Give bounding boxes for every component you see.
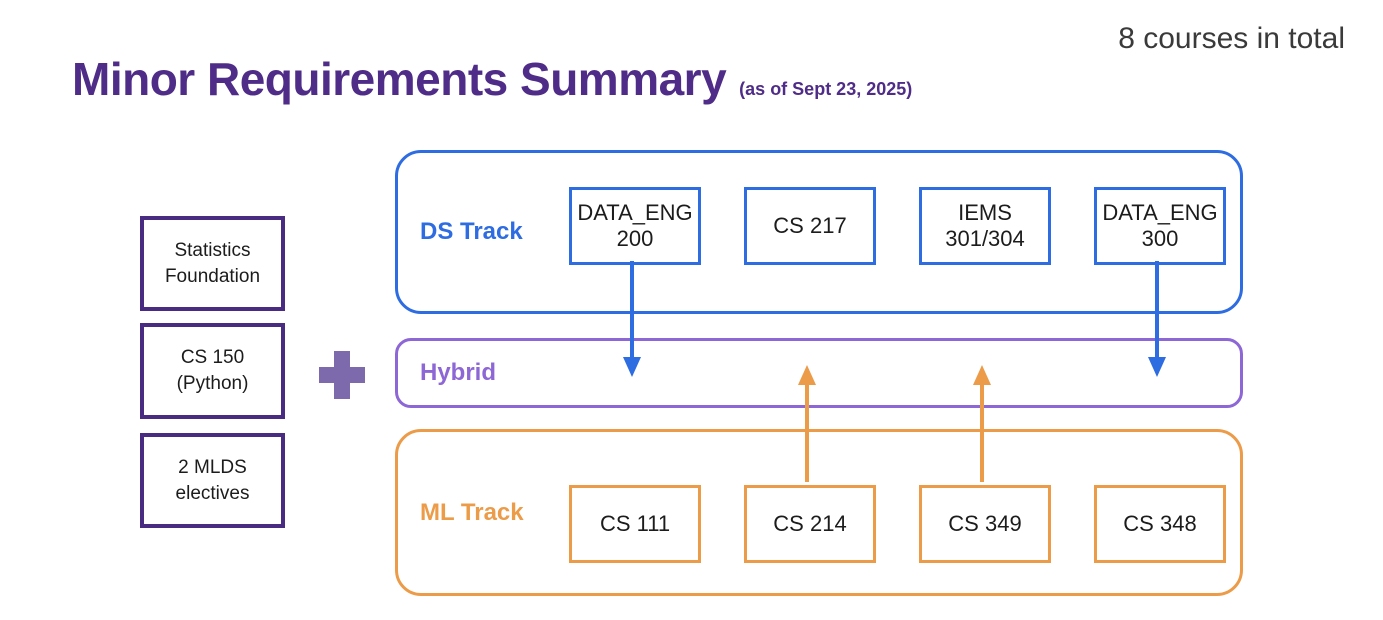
arrow-down-icon xyxy=(1148,357,1166,377)
arrow-line xyxy=(805,385,809,482)
ds-track-label: DS Track xyxy=(420,218,523,245)
ml-track-container: ML Track CS 111 CS 214 CS 349 CS 348 xyxy=(395,429,1243,596)
plus-icon-horizontal-bar xyxy=(319,367,365,383)
course-box-cs349: CS 349 xyxy=(919,485,1051,563)
plus-icon xyxy=(319,351,365,399)
total-courses-note: 8 courses in total xyxy=(1118,22,1345,55)
arrow-line xyxy=(980,385,984,482)
arrow-up-icon xyxy=(973,365,991,385)
ds-track-container: DS Track DATA_ENG 200 CS 217 IEMS 301/30… xyxy=(395,150,1243,314)
foundation-box-electives: 2 MLDS electives xyxy=(140,433,285,528)
ml-track-label: ML Track xyxy=(420,498,524,526)
arrow-up-icon xyxy=(798,365,816,385)
arrow-line xyxy=(630,261,634,357)
course-box-cs217: CS 217 xyxy=(744,187,876,265)
course-box-dataeng200: DATA_ENG 200 xyxy=(569,187,701,265)
course-box-cs348: CS 348 xyxy=(1094,485,1226,563)
course-box-iems301-304: IEMS 301/304 xyxy=(919,187,1051,265)
arrow-line xyxy=(1155,261,1159,357)
header: Minor Requirements Summary (as of Sept 2… xyxy=(72,52,912,106)
arrow-dataeng200-to-hybrid xyxy=(623,261,641,377)
arrow-cs214-to-hybrid xyxy=(798,365,816,482)
foundation-box-statistics: Statistics Foundation xyxy=(140,216,285,311)
course-box-cs214: CS 214 xyxy=(744,485,876,563)
course-box-cs111: CS 111 xyxy=(569,485,701,563)
hybrid-band: Hybrid xyxy=(395,338,1243,408)
arrow-dataeng300-to-hybrid xyxy=(1148,261,1166,377)
foundation-box-cs150: CS 150 (Python) xyxy=(140,323,285,419)
title-date-caption: (as of Sept 23, 2025) xyxy=(739,79,913,99)
hybrid-label: Hybrid xyxy=(420,359,497,386)
page-title: Minor Requirements Summary xyxy=(72,53,727,105)
arrow-down-icon xyxy=(623,357,641,377)
course-box-dataeng300: DATA_ENG 300 xyxy=(1094,187,1226,265)
arrow-cs349-to-hybrid xyxy=(973,365,991,482)
